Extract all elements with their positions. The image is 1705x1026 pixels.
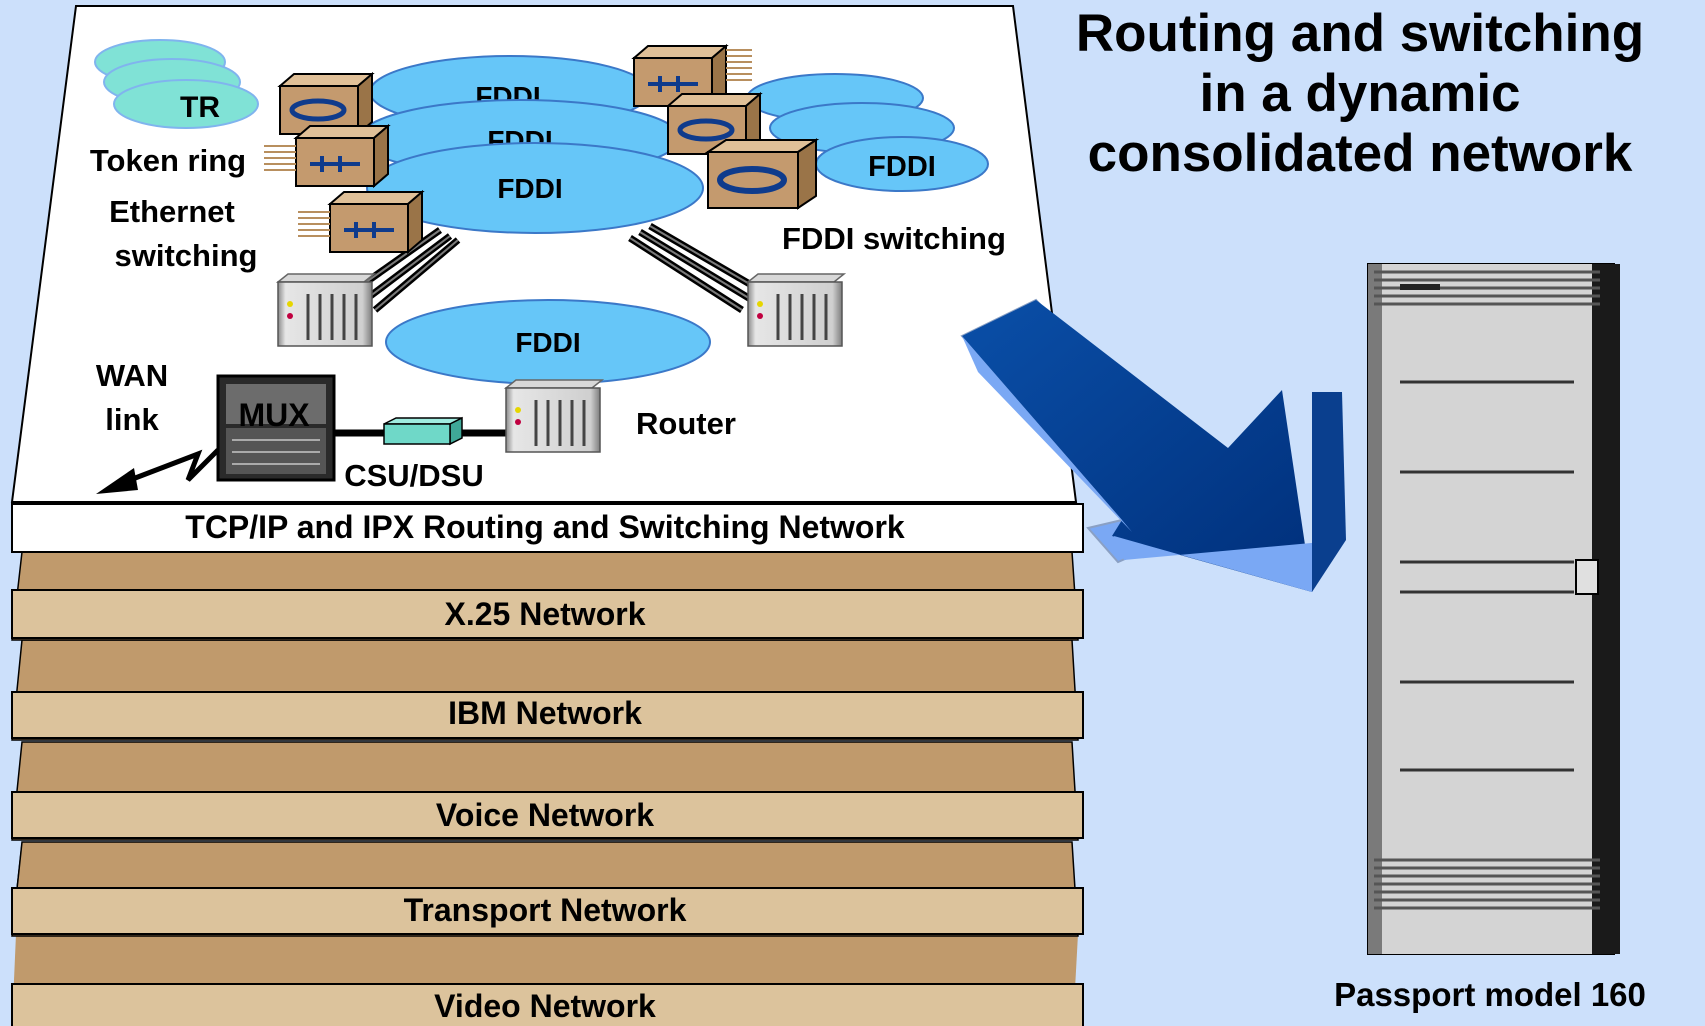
fddi-ring-label-right: FDDI bbox=[868, 151, 936, 183]
layer-x25: X.25 Network bbox=[11, 551, 1084, 641]
fddi-ring-label-3: FDDI bbox=[497, 173, 562, 204]
title-line-3: consolidated network bbox=[1087, 124, 1633, 183]
layer-label-tcpip: TCP/IP and IPX Routing and Switching Net… bbox=[185, 509, 905, 545]
wan-label-2: link bbox=[105, 402, 159, 437]
consolidation-arrow bbox=[960, 298, 1346, 592]
fddi-ring-label-bottom: FDDI bbox=[515, 327, 580, 358]
tr-ring-label: TR bbox=[180, 91, 220, 124]
wan-label-1: WAN bbox=[96, 358, 168, 393]
fddi-cluster-top: FDDI FDDI FDDI bbox=[359, 55, 704, 234]
token-ring-network: TR bbox=[94, 39, 259, 129]
ethernet-switching-label-1: Ethernet bbox=[109, 194, 235, 229]
mux-label: MUX bbox=[238, 397, 310, 433]
layer-label-voice: Voice Network bbox=[436, 797, 654, 833]
switch-fddi-2 bbox=[704, 138, 820, 210]
switch-token-ring bbox=[293, 123, 391, 189]
router-left bbox=[275, 273, 377, 347]
layer-voice: Voice Network bbox=[11, 741, 1084, 841]
layer-ibm: IBM Network bbox=[11, 639, 1084, 741]
diagram-labels: Token ring Ethernet switching FDDI switc… bbox=[90, 143, 1006, 493]
page-title: Routing and switching in a dynamic conso… bbox=[1015, 4, 1705, 184]
title-line-1: Routing and switching bbox=[1075, 4, 1645, 63]
connections-highlight bbox=[354, 225, 761, 311]
switch-ethernet bbox=[327, 189, 425, 255]
wan-link-bolt bbox=[96, 448, 220, 494]
token-ring-label: Token ring bbox=[90, 143, 246, 178]
csu-dsu-device bbox=[383, 416, 463, 446]
mux-device: MUX bbox=[216, 374, 336, 482]
layer-label-transport: Transport Network bbox=[404, 892, 687, 928]
title-line-2: in a dynamic bbox=[1199, 64, 1521, 123]
passport-rack bbox=[1367, 263, 1620, 955]
router-right bbox=[745, 273, 847, 347]
layer-label-x25: X.25 Network bbox=[445, 596, 646, 632]
passport-label: Passport model 160 bbox=[1334, 976, 1646, 1013]
layer-label-ibm: IBM Network bbox=[448, 695, 642, 731]
ethernet-switching-label-2: switching bbox=[115, 238, 258, 273]
layer-transport: Transport Network bbox=[11, 841, 1084, 937]
router-bottom bbox=[503, 379, 605, 453]
cable-fringes bbox=[264, 49, 752, 237]
layer-label-video: Video Network bbox=[434, 988, 656, 1024]
router-label: Router bbox=[636, 406, 736, 441]
fddi-ring-bottom: FDDI bbox=[385, 299, 711, 385]
csu-dsu-label: CSU/DSU bbox=[344, 458, 484, 493]
fddi-switching-label: FDDI switching bbox=[782, 221, 1006, 256]
